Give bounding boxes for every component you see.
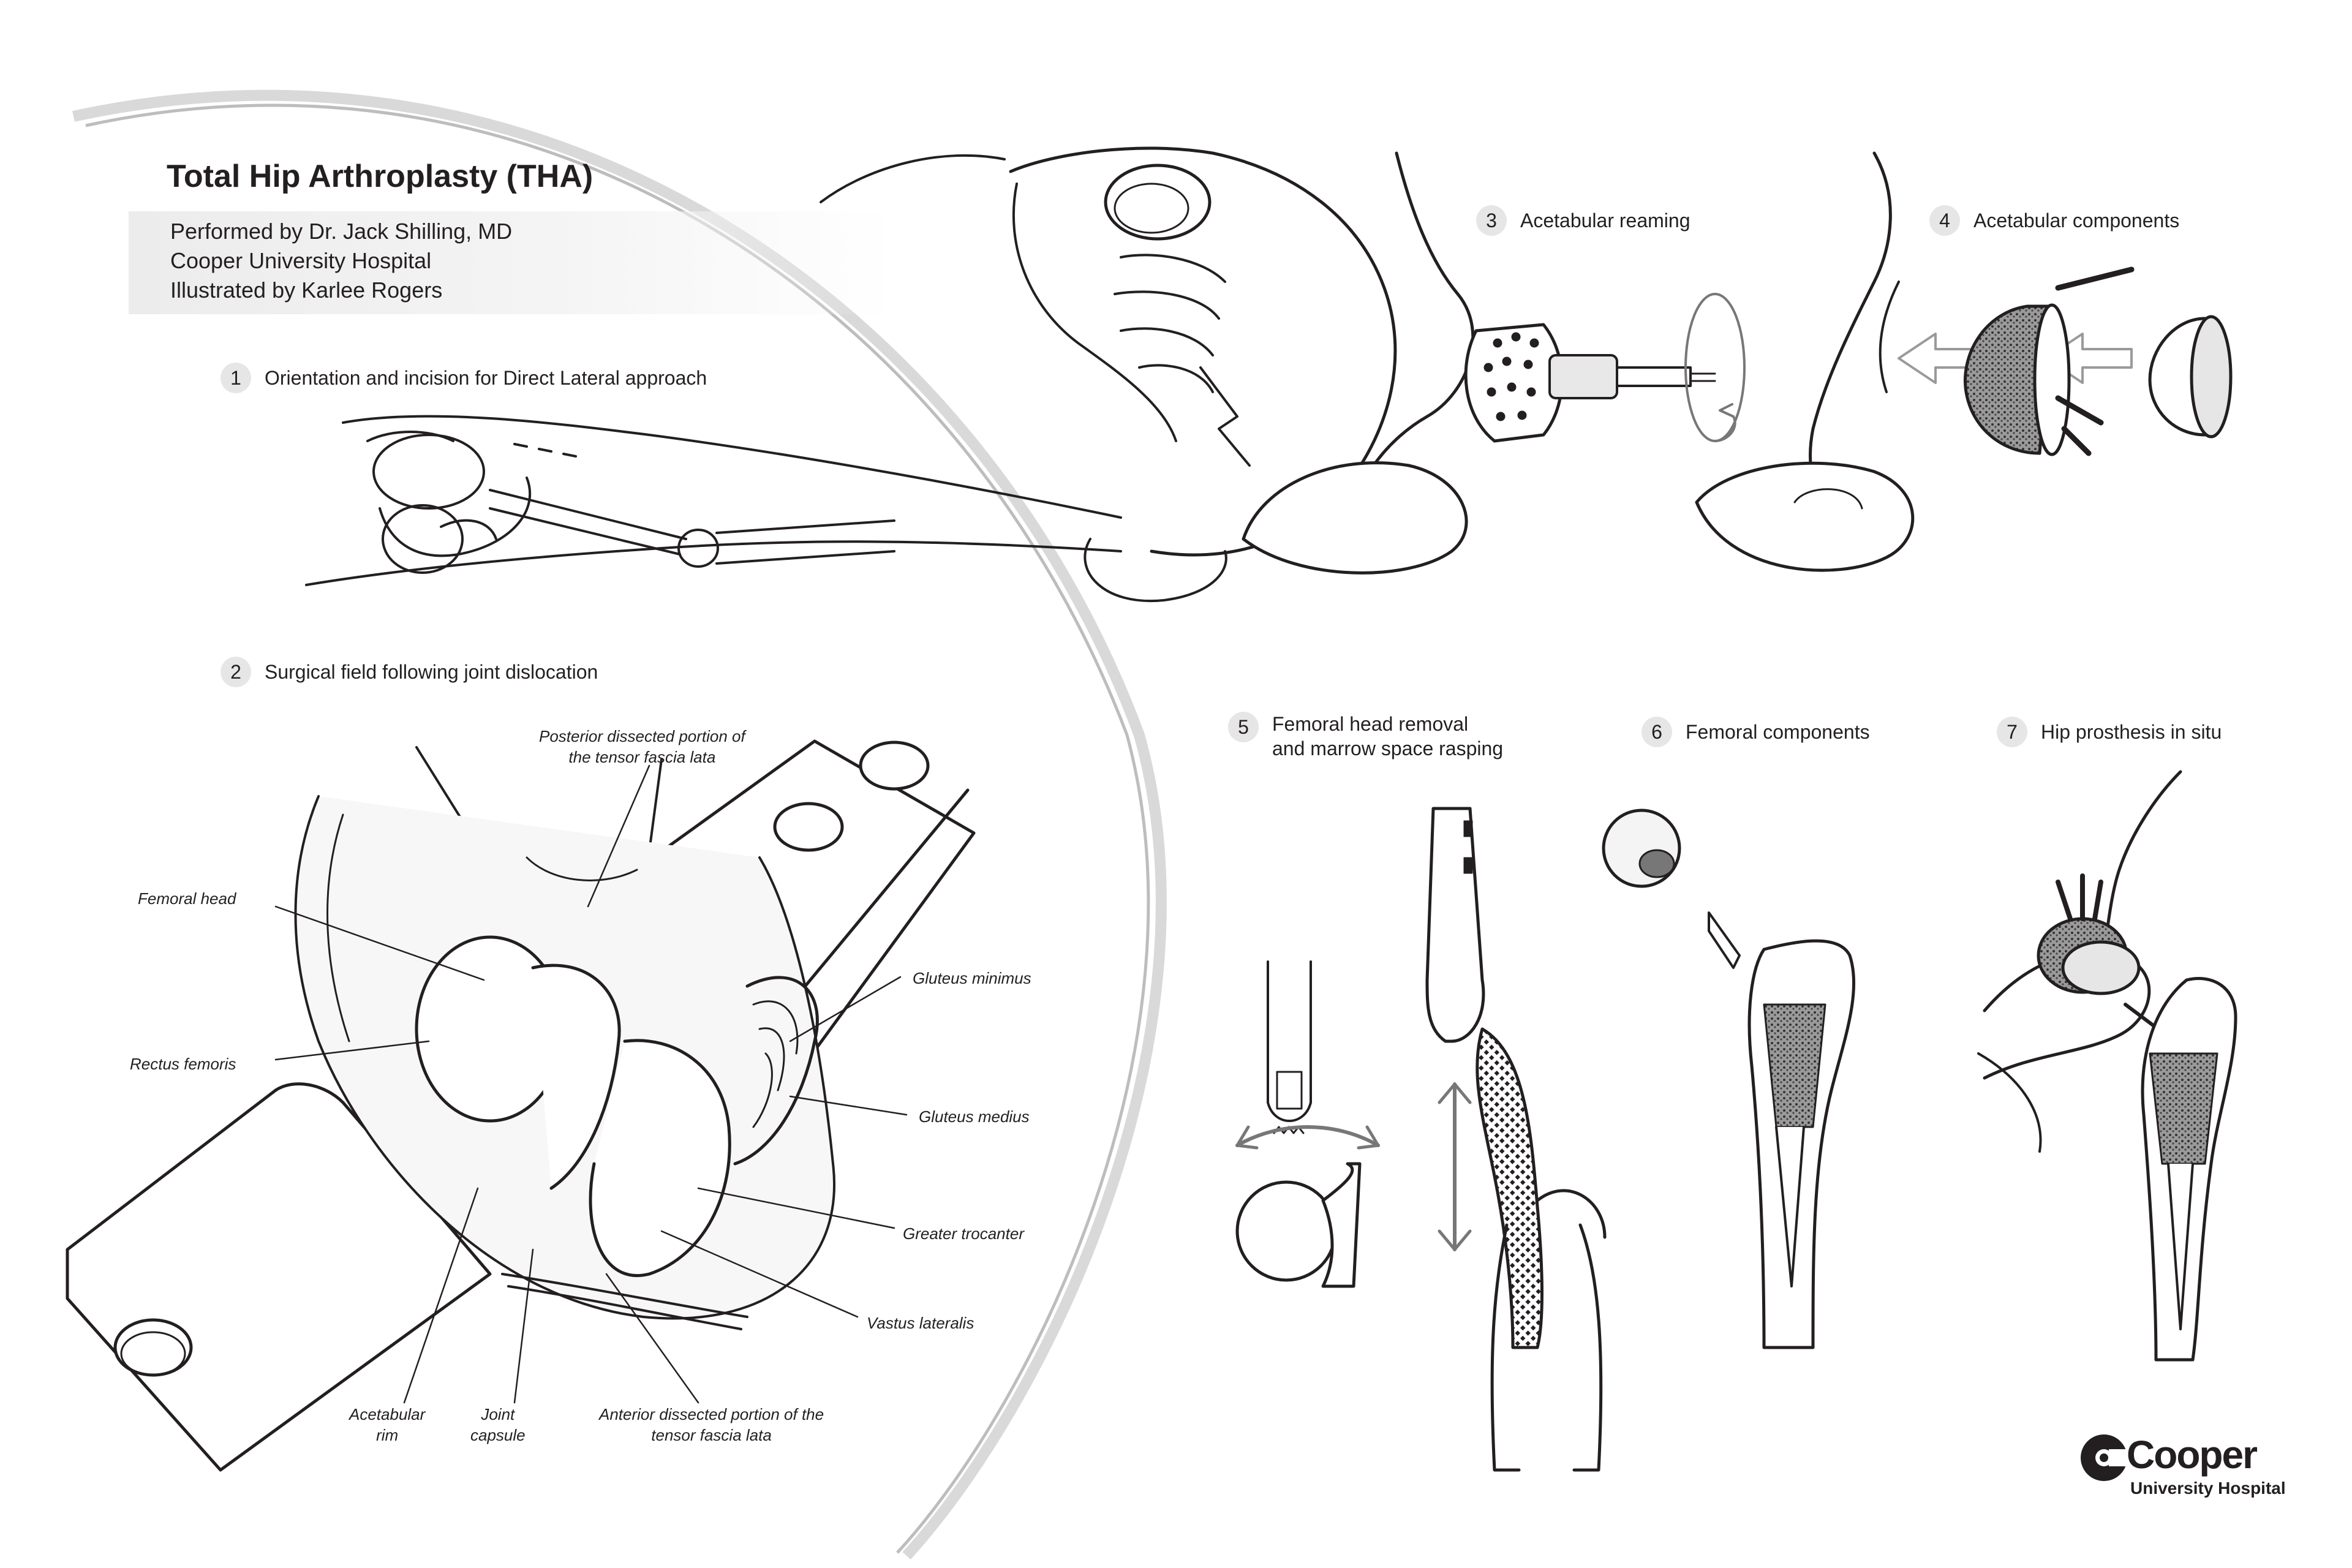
step-6-heading: 6 Femoral components [1642, 717, 1870, 747]
page-title: Total Hip Arthroplasty (THA) [167, 159, 594, 194]
frame-arc [72, 89, 1167, 1560]
label-posterior-tensor-fascia-lata: Posterior dissected portion of the tenso… [539, 727, 745, 766]
step3-pelvis-and-reamer [820, 146, 1746, 603]
step-label: Orientation and incision for Direct Late… [265, 367, 707, 389]
step4-acetabular-components [1695, 151, 2233, 572]
step-number-badge: 5 [1228, 712, 1259, 742]
step-5-heading: 5 Femoral head removal and marrow space … [1228, 712, 1503, 761]
credit-illustrator: Illustrated by Karlee Rogers [170, 277, 443, 303]
step-number-badge: 6 [1642, 717, 1672, 747]
label-rectus-femoris: Rectus femoris [130, 1055, 236, 1073]
label-gluteus-medius: Gluteus medius [919, 1107, 1030, 1126]
step-number-badge: 2 [221, 657, 251, 687]
label-joint-capsule: Joint capsule [470, 1405, 526, 1444]
step-4-heading: 4 Acetabular components [1929, 205, 2179, 236]
step-label: Surgical field following joint dislocati… [265, 661, 598, 683]
step-2-heading: 2 Surgical field following joint disloca… [221, 657, 598, 687]
step-label: Femoral head removal and marrow space ra… [1272, 712, 1503, 761]
logo-subtitle: University Hospital [2130, 1479, 2286, 1498]
step-number-badge: 3 [1476, 205, 1507, 236]
credit-hospital: Cooper University Hospital [170, 248, 432, 273]
step-label: Acetabular components [1973, 209, 2180, 232]
step-label-line-1: Femoral head removal [1272, 713, 1469, 735]
step1-body-sketch [305, 415, 1122, 586]
logo-wordmark: Cooper [2127, 1433, 2258, 1477]
label-anterior-tensor-fascia-lata: Anterior dissected portion of the tensor… [599, 1405, 824, 1444]
step-label: Acetabular reaming [1520, 209, 1691, 232]
step-number-badge: 4 [1929, 205, 1960, 236]
step-number-badge: 1 [221, 363, 251, 393]
step-number-badge: 7 [1997, 717, 2027, 747]
cooper-logo-mark [2081, 1434, 2131, 1481]
label-femoral-head: Femoral head [138, 889, 236, 908]
step7-prosthesis-in-situ [1977, 770, 2237, 1362]
step6-femoral-components [1602, 809, 1856, 1349]
credit-surgeon: Performed by Dr. Jack Shilling, MD [170, 219, 513, 244]
label-greater-trocanter: Greater trocanter [903, 1224, 1024, 1243]
label-vastus-lateralis: Vastus lateralis [867, 1314, 974, 1332]
step5-rasping [1235, 807, 1607, 1472]
label-gluteus-minimus: Gluteus minimus [913, 969, 1031, 987]
step-1-heading: 1 Orientation and incision for Direct La… [221, 363, 707, 393]
step-3-heading: 3 Acetabular reaming [1476, 205, 1690, 236]
step-label: Femoral components [1686, 721, 1870, 743]
step2-surgical-field [66, 739, 976, 1472]
step-label: Hip prosthesis in situ [2041, 721, 2222, 743]
step-7-heading: 7 Hip prosthesis in situ [1997, 717, 2222, 747]
label-acetabular-rim: Acetabular rim [349, 1405, 426, 1444]
credit-band [129, 211, 894, 314]
step-label-line-2: and marrow space rasping [1272, 737, 1504, 760]
